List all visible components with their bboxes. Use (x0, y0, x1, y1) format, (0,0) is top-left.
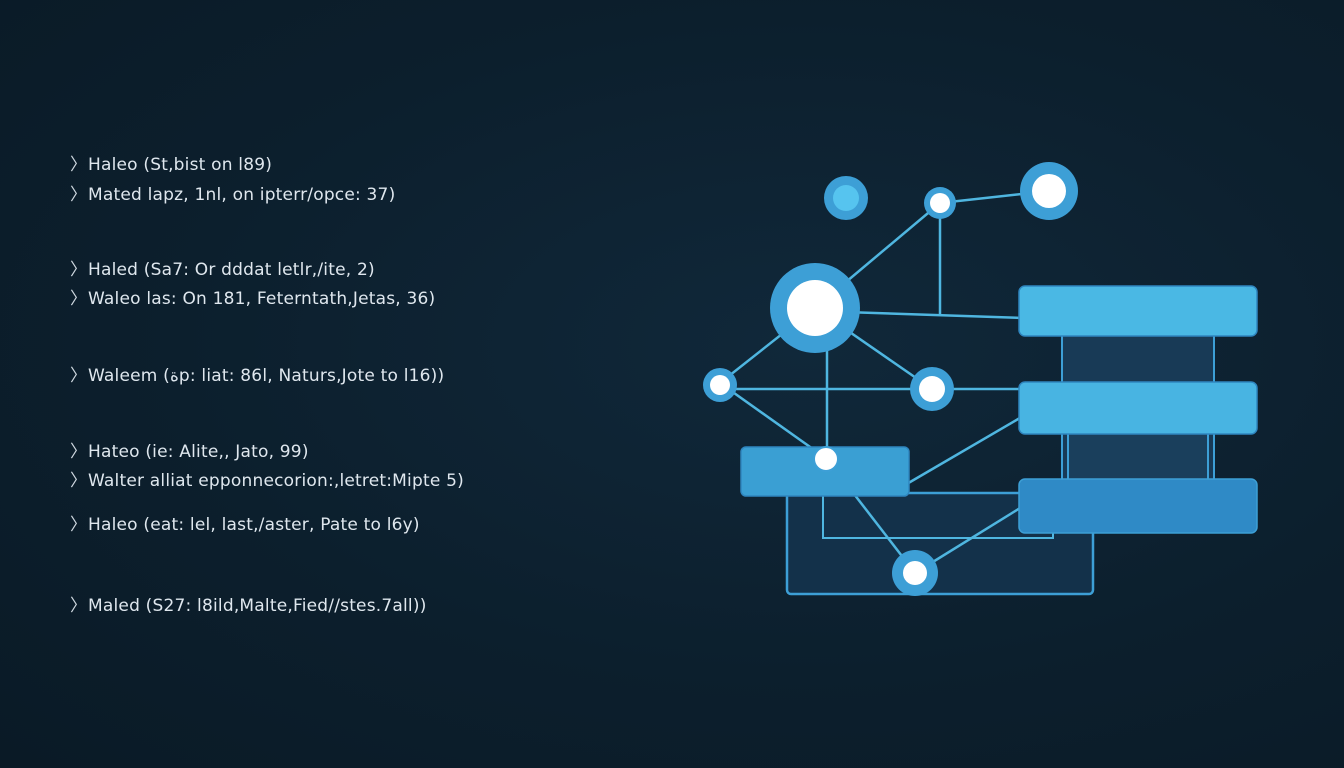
log-line-text: Haleo (St,bist on l89) (88, 155, 273, 175)
log-panel: 〉Haleo (St,bist on l89) 〉Mated lapz, 1nl… (70, 0, 670, 768)
node-left (703, 368, 737, 402)
log-line-text: Hateo (ie: Alite,, Jato, 99) (88, 442, 309, 462)
prompt-chevron-icon: 〉 (70, 366, 88, 386)
log-line: 〉Walter alliat epponnecorion:,letret:Mip… (70, 466, 464, 491)
log-line-text: Maled (S27: l8ild,Malte,Fied//stes.7all)… (88, 596, 427, 616)
log-line: 〉Waleo las: On 181, Feterntath,Jetas, 36… (70, 284, 435, 309)
prompt-chevron-icon: 〉 (70, 596, 88, 616)
prompt-chevron-icon: 〉 (70, 515, 88, 535)
prompt-chevron-icon: 〉 (70, 471, 88, 491)
prompt-chevron-icon: 〉 (70, 155, 88, 175)
inner-connector-path (822, 493, 1054, 539)
enclosure-frame (785, 491, 1095, 596)
log-line: 〉Haleo (eat: lel, last,/aster, Pate to l… (70, 510, 420, 535)
log-line-text: Waleem (ةp: liat: 86l, Naturs,Jote to l1… (88, 366, 445, 386)
prompt-chevron-icon: 〉 (70, 442, 88, 462)
log-line: 〉Hateo (ie: Alite,, Jato, 99) (70, 437, 309, 462)
log-line-text: Waleo las: On 181, Feterntath,Jetas, 36) (88, 289, 436, 309)
node-large (770, 263, 860, 353)
log-line: 〉Haled (Sa7: Or dddat letlr,/ite, 2) (70, 255, 375, 280)
prompt-chevron-icon: 〉 (70, 289, 88, 309)
log-line-text: Mated lapz, 1nl, on ipterr/opce: 37) (88, 185, 396, 205)
server-stack-column (1067, 429, 1209, 487)
node-center (910, 367, 954, 411)
server-slab-middle (1018, 381, 1258, 435)
server-slab-top (1018, 285, 1258, 337)
node-bottom (892, 550, 938, 596)
log-line: 〉Maled (S27: l8ild,Malte,Fied//stes.7all… (70, 591, 427, 616)
log-line: 〉Waleem (ةp: liat: 86l, Naturs,Jote to l… (70, 361, 444, 386)
log-line: 〉Haleo (St,bist on l89) (70, 150, 272, 175)
node-top-mid (924, 187, 956, 219)
log-line: 〉Mated lapz, 1nl, on ipterr/opce: 37) (70, 180, 395, 205)
connection-line (904, 413, 1026, 487)
log-line-text: Haled (Sa7: Or dddat letlr,/ite, 2) (88, 260, 375, 280)
node-top-right (1020, 162, 1078, 220)
log-line-text: Walter alliat epponnecorion:,letret:Mipt… (88, 471, 464, 491)
server-slab-bottom (1018, 478, 1258, 534)
node-top-left-dot (824, 176, 868, 220)
prompt-chevron-icon: 〉 (70, 260, 88, 280)
node-block-junction (813, 446, 839, 472)
log-line-text: Haleo (eat: lel, last,/aster, Pate to l6… (88, 515, 420, 535)
prompt-chevron-icon: 〉 (70, 185, 88, 205)
